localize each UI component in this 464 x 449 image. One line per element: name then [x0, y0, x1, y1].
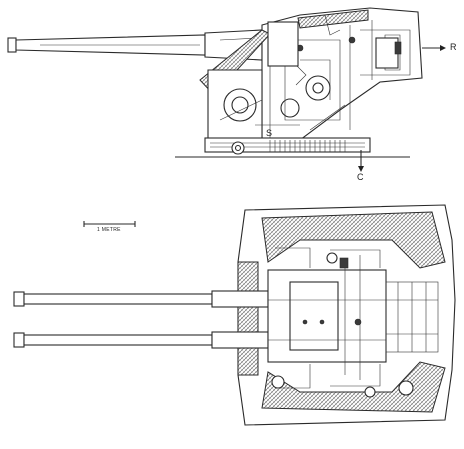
arrow-c-head	[358, 166, 364, 172]
marker-c-label: C	[357, 172, 364, 182]
side-barrel	[7, 29, 263, 61]
plan-view	[13, 204, 456, 426]
side-elevation	[7, 7, 446, 172]
side-mount	[199, 7, 423, 155]
plan-barrels	[13, 290, 269, 349]
armor-top	[261, 211, 446, 269]
arrow-r-head	[440, 45, 446, 51]
marker-r-label: R	[450, 42, 457, 52]
marker-s-label: S	[266, 128, 273, 138]
breech-block	[289, 281, 339, 351]
armor-bottom	[261, 361, 446, 413]
scale-bar	[83, 221, 136, 227]
scale-bar-label: 1 METRE	[97, 227, 121, 233]
armor-front	[237, 261, 259, 376]
